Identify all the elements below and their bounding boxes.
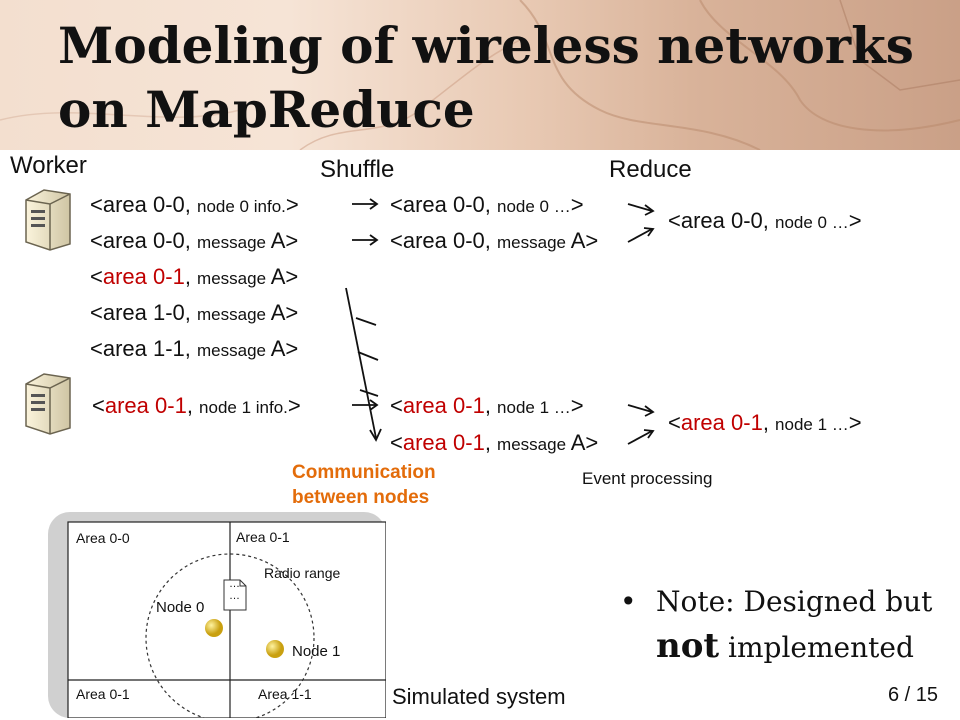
arrow-shuffle-to-reduce bbox=[627, 203, 655, 445]
note-line-1: Note: Designed but bbox=[656, 585, 933, 618]
worker-header: Worker bbox=[10, 152, 87, 179]
shuffle-row: <area 0-0, node 0 …> bbox=[390, 192, 584, 217]
radio-range-label: Radio range bbox=[264, 565, 341, 581]
shuffle-row: <area 0-1, message A> bbox=[390, 430, 599, 455]
page-number: 6 / 15 bbox=[887, 684, 938, 706]
shuffle-row: <area 0-0, message A> bbox=[390, 228, 599, 253]
node-1-label: Node 1 bbox=[292, 643, 341, 660]
area-0-1-label: Area 0-1 bbox=[236, 529, 290, 545]
simulated-system-panel: Area 0-0 Area 0-1 Radio range Node 0 Nod… bbox=[48, 512, 386, 718]
map-output-row: <area 1-0, message A> bbox=[90, 300, 299, 325]
reduce-header: Reduce bbox=[609, 156, 692, 183]
arrow-communication bbox=[345, 287, 382, 442]
server-icon bbox=[25, 373, 71, 435]
communication-label: Communication between nodes bbox=[292, 462, 436, 508]
title-line-1: Modeling of wireless networks bbox=[58, 16, 914, 75]
map-output-row: <area 0-0, message A> bbox=[90, 228, 299, 253]
note-line-2: not implemented bbox=[656, 624, 932, 670]
server-icon bbox=[25, 189, 71, 251]
note-line-2-text: implemented bbox=[719, 631, 914, 664]
message-icon bbox=[223, 579, 247, 611]
note-bullet: • Note: Designed but not implemented bbox=[620, 580, 933, 670]
map-output-row: <area 0-1, message A> bbox=[90, 264, 299, 289]
message-glyph: … bbox=[229, 578, 240, 590]
reduce-row: <area 0-1, node 1 …> bbox=[668, 410, 862, 435]
node-0-dot bbox=[205, 619, 223, 637]
message-glyph: … bbox=[229, 590, 240, 602]
map-output-row: <area 1-1, message A> bbox=[90, 336, 299, 361]
title-line-2: on MapReduce bbox=[58, 80, 475, 139]
simulated-area-grid bbox=[67, 521, 386, 718]
node-1-dot bbox=[266, 640, 284, 658]
area-1-0-label: Area 0-1 bbox=[76, 686, 130, 702]
note-emphasis: not bbox=[656, 626, 720, 666]
simulated-system-caption: Simulated system bbox=[392, 684, 566, 709]
shuffle-row: <area 0-1, node 1 …> bbox=[390, 393, 584, 418]
area-0-0-label: Area 0-0 bbox=[76, 530, 130, 546]
page-title: Modeling of wireless networks on MapRedu… bbox=[58, 14, 938, 142]
event-processing-label: Event processing bbox=[582, 469, 713, 488]
title-banner: Modeling of wireless networks on MapRedu… bbox=[0, 0, 960, 150]
reduce-row: <area 0-0, node 0 …> bbox=[668, 208, 862, 233]
node-0-label: Node 0 bbox=[156, 599, 205, 616]
area-1-1-label: Area 1-1 bbox=[258, 686, 312, 702]
radio-range-circle bbox=[145, 553, 315, 718]
arrow-map-to-shuffle bbox=[352, 198, 379, 411]
map-output-row: <area 0-1, node 1 info.> bbox=[92, 393, 301, 418]
map-output-row: <area 0-0, node 0 info.> bbox=[90, 192, 299, 217]
shuffle-header: Shuffle bbox=[320, 156, 395, 183]
bullet-icon: • bbox=[620, 585, 637, 618]
map-background bbox=[0, 0, 960, 150]
